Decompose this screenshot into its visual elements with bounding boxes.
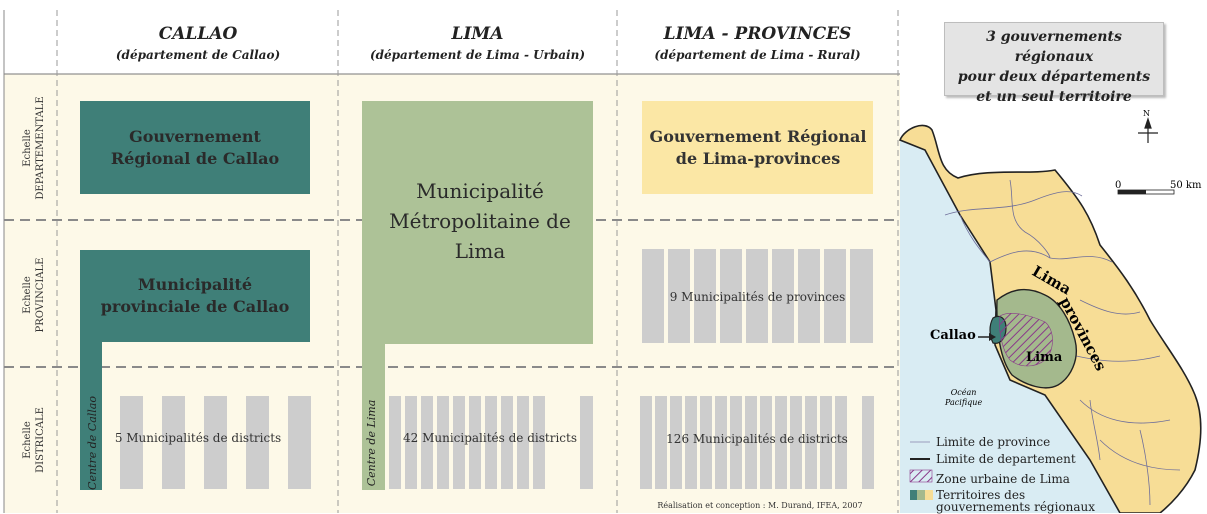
lima-metro-label: Municipalité Métropolitaine de Lima: [389, 179, 571, 263]
callao-regional-box: [80, 101, 310, 194]
column-subtitle: (département de Callao): [115, 48, 281, 62]
row-label-line2: DEPARTEMENTALE: [35, 96, 46, 200]
grid-lines: [56, 10, 899, 513]
prov-regional-box: [642, 101, 873, 194]
map-title-line: 3 gouvernements régionaux: [986, 29, 1122, 65]
legend-department-limit: Limite de departement: [936, 452, 1076, 466]
legend-province-limit: Limite de province: [936, 435, 1051, 449]
ocean-area: [900, 140, 1120, 513]
ocean-line: Pacifique: [945, 398, 983, 407]
map-legend: Limite de province Limite de departement…: [902, 436, 1207, 513]
column-subtitle: (département de Lima - Rural): [654, 48, 861, 62]
header-background: [4, 10, 900, 74]
callao-regional-label: Gouvernement Régional de Callao: [110, 127, 280, 168]
row-label-line1: Echelle: [22, 421, 33, 459]
map-label-ocean: Océan Pacifique: [945, 388, 982, 408]
prov-district-bars: [640, 396, 874, 489]
row-label-districal: Echelle DISTRICALE: [21, 370, 51, 510]
provinces-territory-symbol: [925, 490, 933, 500]
column-title-lima: LIMA (département de Lima - Urbain): [338, 24, 617, 62]
row-label-line2: DISTRICALE: [35, 407, 46, 473]
callao-arrow-icon: [978, 333, 996, 341]
row-label-provincial: Echelle PROVINCIALE: [21, 225, 51, 365]
callao-territory-symbol: [910, 490, 917, 500]
column-title: LIMA: [451, 24, 504, 44]
urban-zone-hatch: [999, 313, 1053, 367]
map-label-lima: Lima: [1026, 350, 1063, 365]
column-title: LIMA - PROVINCES: [663, 24, 852, 44]
column-title-callao: CALLAO (département de Callao): [58, 24, 338, 62]
prov-provinces-label: 9 Municipalités de provinces: [669, 290, 846, 304]
lima-districts-label: 42 Municipalités de districts: [402, 431, 577, 445]
north-arrow-icon: [1138, 117, 1158, 143]
legend-territories-2: gouvernements régionaux: [936, 500, 1096, 514]
legend-symbols: [909, 441, 933, 500]
scale-max-label: 50 km: [1170, 180, 1202, 191]
callao-districts-label: 5 Municipalités de districts: [114, 431, 282, 445]
column-subtitle: (département de Lima - Urbain): [369, 48, 586, 62]
map-title-box: 3 gouvernements régionaux pour deux dépa…: [944, 22, 1164, 105]
column-title: CALLAO: [158, 24, 238, 44]
map-title-line: pour deux départements: [957, 69, 1151, 85]
centre-lima-label: Centre de Lima: [365, 399, 378, 487]
credit-text: Réalisation et conception : M. Durand, I…: [657, 501, 863, 510]
ocean-line: Océan: [950, 388, 977, 397]
map-title-line: et un seul territoire: [976, 89, 1132, 105]
prov-districts-label: 126 Municipalités de districts: [666, 432, 848, 446]
lima-metro-box: [362, 101, 593, 490]
row-label-line1: Echelle: [22, 129, 33, 167]
scale-min-label: 0: [1115, 180, 1122, 191]
callao-provincial-box: [80, 250, 310, 490]
row-label-departmental: Echelle DEPARTEMENTALE: [21, 78, 51, 218]
prov-province-bars: [642, 249, 873, 343]
north-label: N: [1143, 109, 1150, 118]
row-label-line1: Echelle: [22, 276, 33, 314]
peru-coast-map: [898, 124, 1202, 513]
map-label-callao: Callao: [930, 328, 976, 343]
urban-zone-symbol: [909, 469, 933, 483]
prov-regional-label: Gouvernement Régional de Lima-provinces: [649, 127, 867, 168]
scale-bar: [1117, 189, 1175, 195]
legend-territories-1: Territoires des: [936, 488, 1026, 502]
province-boundaries: [944, 179, 1181, 506]
callao-provincial-label: Municipalité provinciale de Callao: [100, 275, 290, 316]
centre-callao-label: Centre de Callao: [86, 396, 99, 490]
column-title-provinces: LIMA - PROVINCES (département de Lima - …: [617, 24, 898, 62]
row-label-line2: PROVINCIALE: [35, 257, 46, 333]
legend-urban-zone: Zone urbaine de Lima: [936, 472, 1070, 486]
callao-district-bars: [120, 396, 311, 489]
lima-district-bars: [389, 396, 593, 489]
lima-territory-symbol: [917, 490, 925, 500]
